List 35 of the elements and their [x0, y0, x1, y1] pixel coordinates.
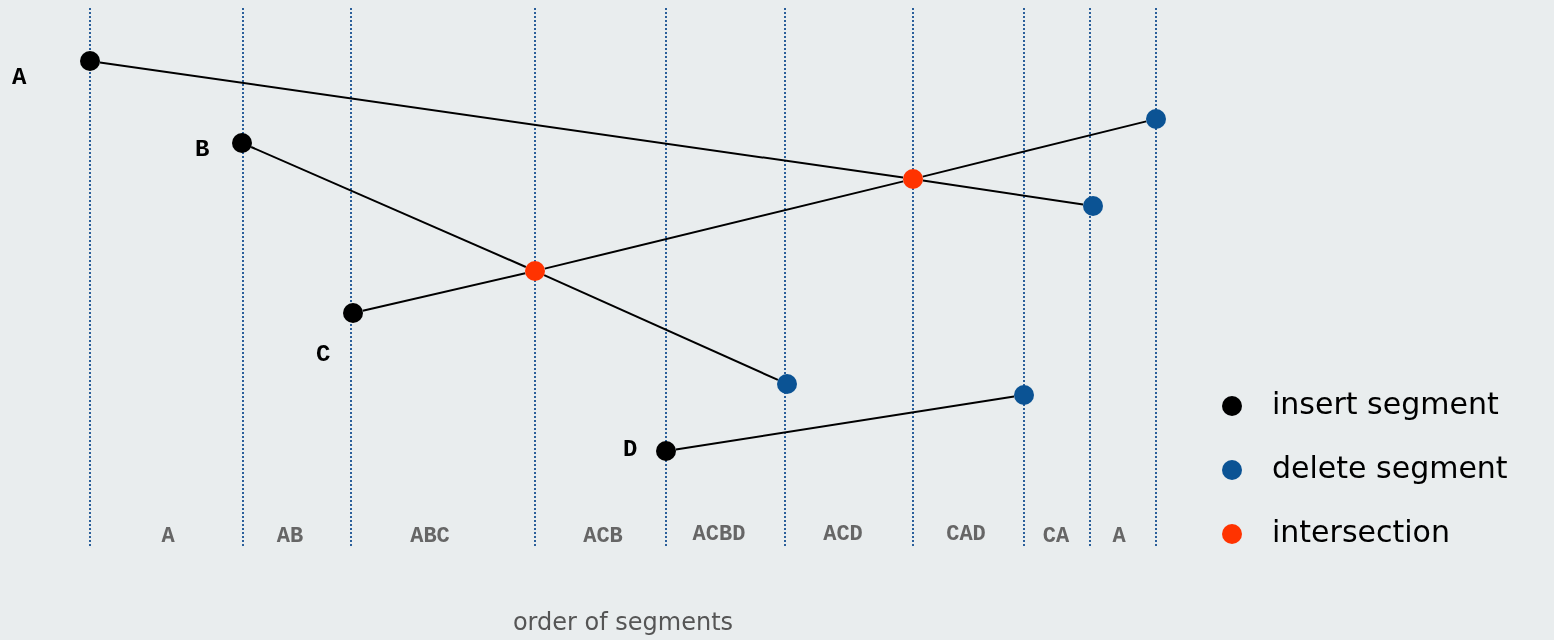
segment-order-label: A [1112, 524, 1126, 549]
segment-order-label: AB [276, 524, 304, 549]
segment-label: B [195, 136, 210, 163]
segment-order-label: CA [1042, 524, 1070, 549]
intersection-dot [903, 169, 923, 189]
endpoint-dot [1146, 109, 1166, 129]
segment-label: C [316, 341, 331, 368]
axis-caption: order of segments [512, 608, 734, 636]
line-segment [98, 61, 905, 179]
line-segment [543, 180, 905, 270]
line-segment [361, 272, 527, 312]
endpoint-dot [1083, 196, 1103, 216]
endpoint-dot [777, 374, 797, 394]
segment-order-label: A [161, 524, 175, 549]
segment-order-label: ABC [410, 524, 450, 549]
segment-order-label: ACD [823, 522, 863, 547]
line-segment [921, 120, 1148, 178]
endpoint-dot [80, 51, 100, 71]
line-segment [250, 146, 527, 268]
segment-label: A [12, 64, 27, 91]
endpoint-dot [232, 133, 252, 153]
legend-label: intersection [1272, 514, 1450, 549]
segment-label: D [623, 436, 638, 463]
endpoint-dot [656, 441, 676, 461]
legend-label: delete segment [1272, 450, 1508, 485]
line-segment [674, 395, 1016, 451]
segment-order-label: ACBD [692, 522, 746, 547]
line-segment [543, 274, 779, 381]
segment-order-label: CAD [946, 522, 986, 547]
legend-label: insert segment [1272, 386, 1499, 421]
endpoint-dot [343, 303, 363, 323]
line-segment [921, 179, 1085, 206]
intersection-dot [525, 261, 545, 281]
segment-order-label: ACB [583, 524, 623, 549]
endpoint-dot [1014, 385, 1034, 405]
